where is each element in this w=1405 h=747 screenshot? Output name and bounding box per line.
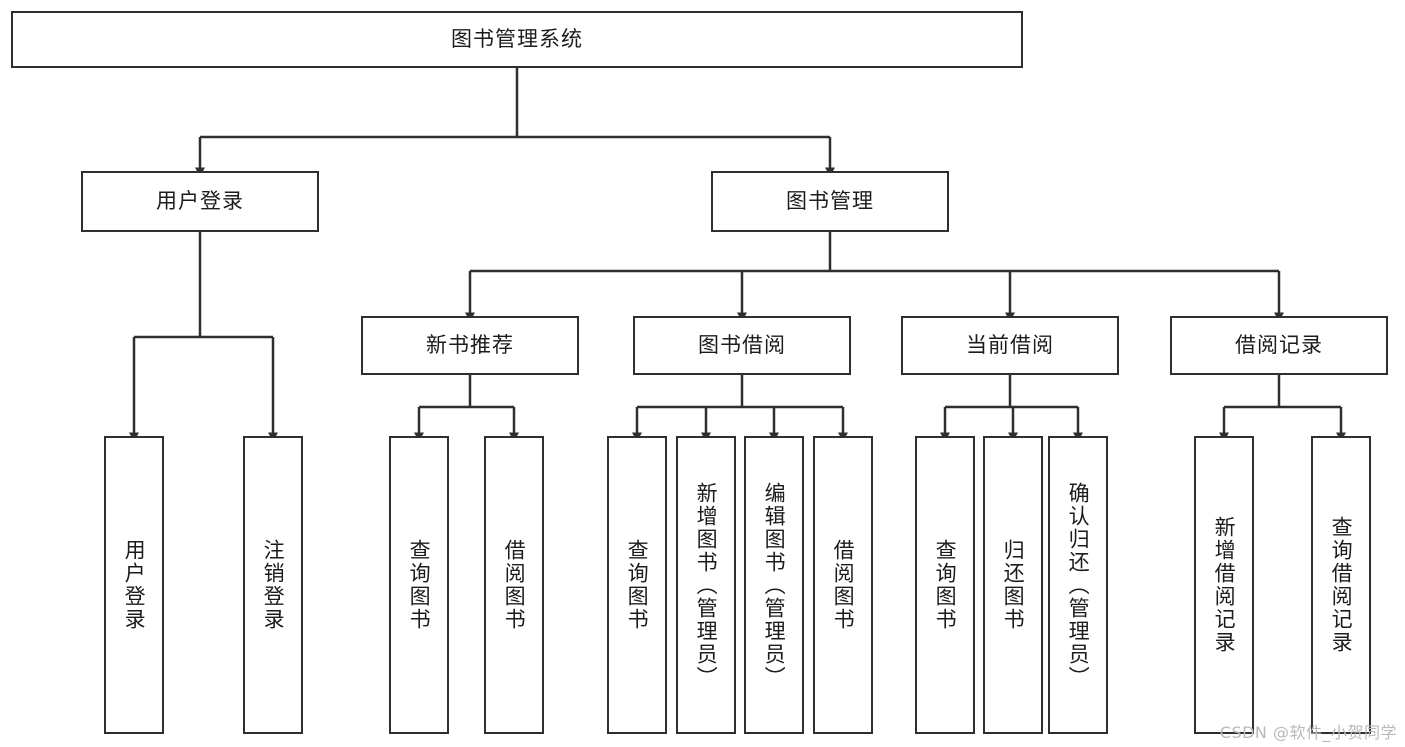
node-l_bbook1[interactable]: 借阅图书 bbox=[484, 436, 544, 734]
node-label: 新增图书（管理员） bbox=[694, 481, 719, 689]
node-current[interactable]: 当前借阅 bbox=[901, 316, 1119, 375]
node-newbook[interactable]: 新书推荐 bbox=[361, 316, 579, 375]
node-l_confirm[interactable]: 确认归还（管理员） bbox=[1048, 436, 1108, 734]
node-root[interactable]: 图书管理系统 bbox=[11, 11, 1023, 68]
node-label: 新书推荐 bbox=[426, 332, 514, 357]
node-l_login[interactable]: 用户登录 bbox=[104, 436, 164, 734]
node-l_return[interactable]: 归还图书 bbox=[983, 436, 1043, 734]
node-l_qbook3[interactable]: 查询图书 bbox=[915, 436, 975, 734]
node-l_qbook2[interactable]: 查询图书 bbox=[607, 436, 667, 734]
node-login[interactable]: 用户登录 bbox=[81, 171, 319, 232]
node-label: 查询图书 bbox=[625, 539, 650, 631]
node-label: 注销登录 bbox=[261, 539, 286, 631]
node-label: 用户登录 bbox=[122, 539, 147, 631]
node-label: 编辑图书（管理员） bbox=[762, 481, 787, 689]
node-label: 归还图书 bbox=[1001, 539, 1026, 631]
node-label: 图书管理系统 bbox=[451, 26, 583, 51]
node-label: 当前借阅 bbox=[966, 332, 1054, 357]
node-l_qrec[interactable]: 查询借阅记录 bbox=[1311, 436, 1371, 734]
node-label: 查询图书 bbox=[407, 539, 432, 631]
node-label: 借阅图书 bbox=[502, 539, 527, 631]
node-label: 图书管理 bbox=[786, 188, 874, 213]
node-label: 图书借阅 bbox=[698, 332, 786, 357]
node-borrow[interactable]: 图书借阅 bbox=[633, 316, 851, 375]
node-l_editbook[interactable]: 编辑图书（管理员） bbox=[744, 436, 804, 734]
node-label: 确认归还（管理员） bbox=[1066, 481, 1091, 689]
node-l_addrec[interactable]: 新增借阅记录 bbox=[1194, 436, 1254, 734]
node-l_qbook1[interactable]: 查询图书 bbox=[389, 436, 449, 734]
node-l_addbook[interactable]: 新增图书（管理员） bbox=[676, 436, 736, 734]
connector-group bbox=[129, 68, 1346, 442]
node-label: 借阅图书 bbox=[831, 539, 856, 631]
node-records[interactable]: 借阅记录 bbox=[1170, 316, 1388, 375]
node-label: 借阅记录 bbox=[1235, 332, 1323, 357]
node-label: 查询图书 bbox=[933, 539, 958, 631]
node-label: 新增借阅记录 bbox=[1212, 516, 1237, 654]
node-l_logout[interactable]: 注销登录 bbox=[243, 436, 303, 734]
node-bookmgmt[interactable]: 图书管理 bbox=[711, 171, 949, 232]
node-l_bbook2[interactable]: 借阅图书 bbox=[813, 436, 873, 734]
node-label: 用户登录 bbox=[156, 188, 244, 213]
node-label: 查询借阅记录 bbox=[1329, 516, 1354, 654]
